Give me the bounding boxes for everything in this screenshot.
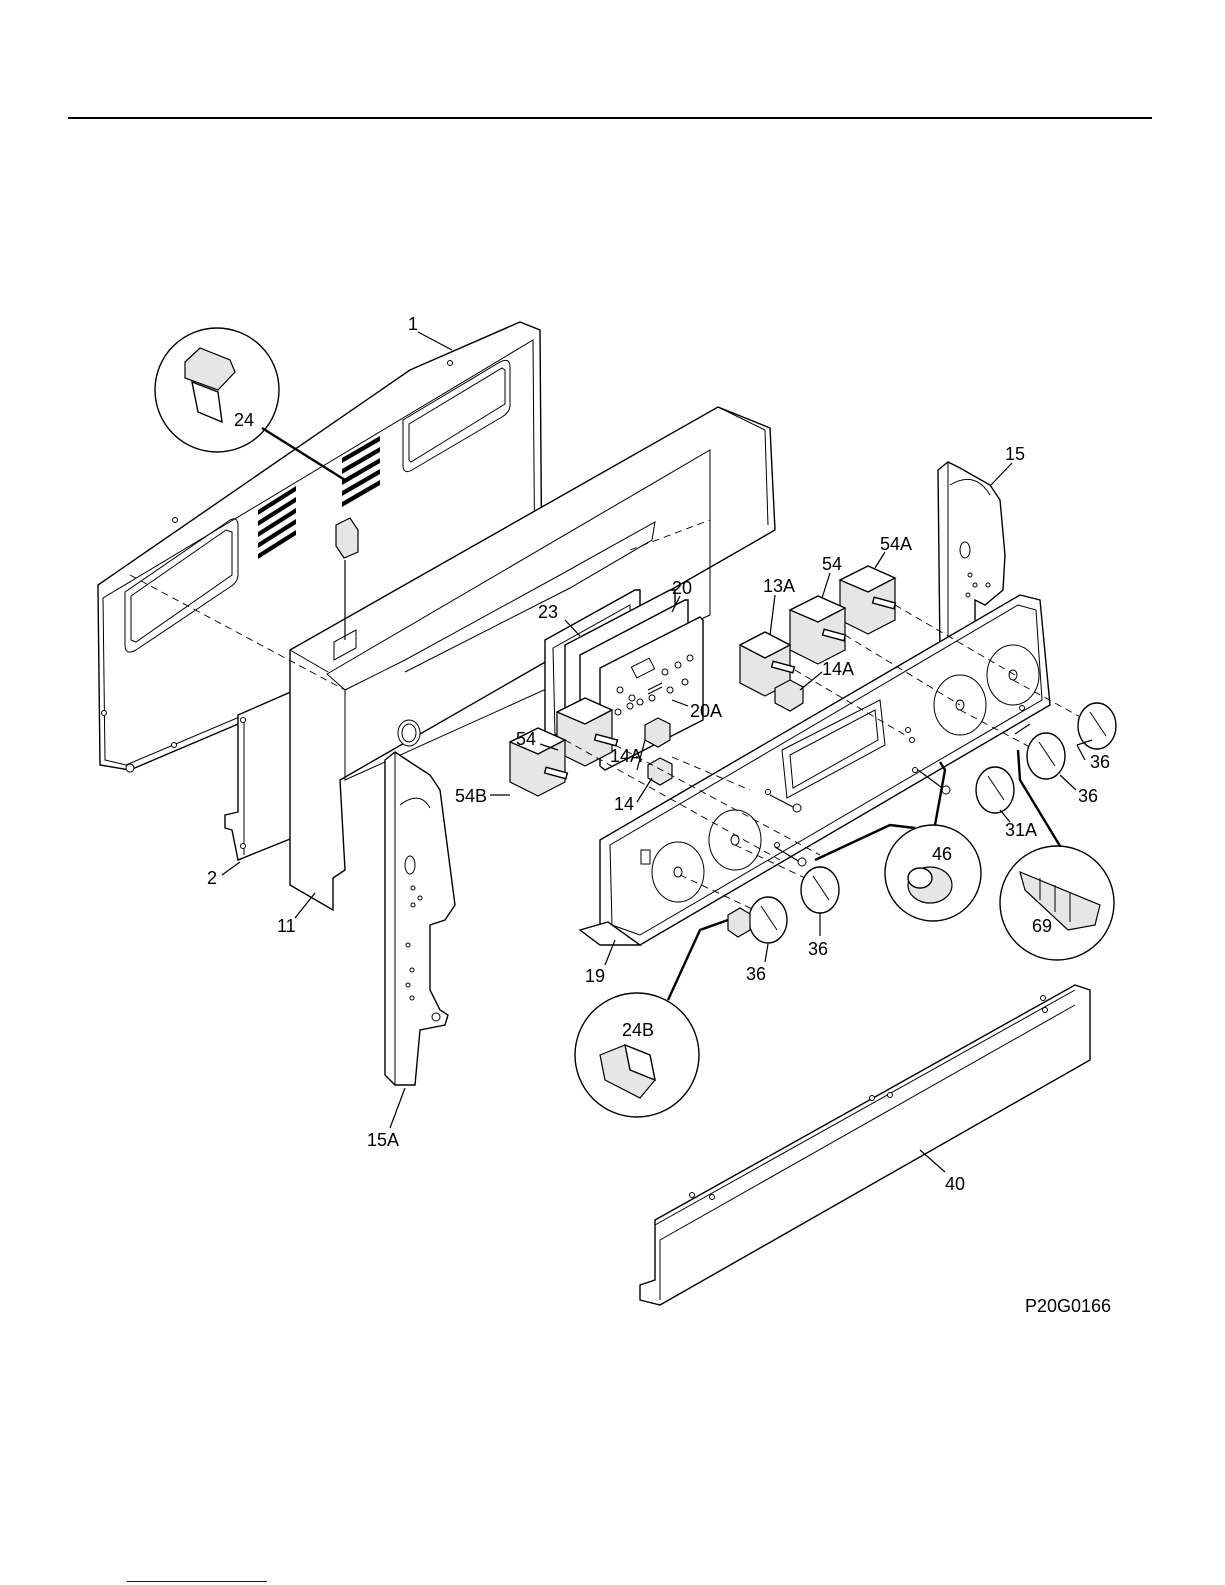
knob-31A (976, 767, 1014, 813)
callout-20: 20 (672, 578, 692, 598)
callout-14A-top: 14A (822, 659, 854, 679)
callout-20A: 20A (690, 701, 722, 721)
callout-2: 2 (207, 868, 217, 888)
callout-54-top: 54 (822, 554, 842, 574)
indicator-light-14 (648, 758, 672, 785)
infinite-switch-54-top (790, 596, 845, 664)
detail-circle-69 (1000, 750, 1114, 960)
callout-36-a: 36 (1090, 752, 1110, 772)
callout-1: 1 (408, 314, 418, 334)
callout-46: 46 (932, 844, 952, 864)
indicator-light-14A-mid (645, 718, 670, 747)
callout-36-d: 36 (746, 964, 766, 984)
footer-link-underline (127, 1581, 267, 1582)
rocker-switch-24B (728, 908, 750, 937)
callout-15: 15 (1005, 444, 1025, 464)
side-bracket-part-15A (385, 752, 455, 1085)
callout-19: 19 (585, 966, 605, 986)
callout-23: 23 (538, 602, 558, 622)
knob-36-right-top (1078, 703, 1116, 749)
callout-31A: 31A (1005, 820, 1037, 840)
callout-40: 40 (945, 1174, 965, 1194)
drawing-number: P20G0166 (1025, 1296, 1111, 1316)
knob-36-left (749, 897, 787, 943)
callout-54-mid: 54 (516, 729, 536, 749)
trim-strip-part (640, 985, 1090, 1305)
infinite-switch-54A (840, 566, 895, 634)
callout-15A: 15A (367, 1130, 399, 1150)
knob-36-right-mid (1027, 733, 1065, 779)
callout-11: 11 (277, 916, 296, 936)
callout-24: 24 (234, 410, 254, 430)
callout-13A: 13A (763, 576, 795, 596)
callout-54A: 54A (880, 534, 912, 554)
callout-69: 69 (1032, 916, 1052, 936)
callout-36-b: 36 (1078, 786, 1098, 806)
callout-54B: 54B (455, 786, 487, 806)
callout-36-c: 36 (808, 939, 828, 959)
knob-36-center (801, 867, 839, 913)
callout-24B: 24B (622, 1020, 654, 1040)
detail-circle-24B (575, 920, 728, 1117)
callout-14: 14 (614, 794, 634, 814)
callout-14A-mid: 14A (610, 746, 642, 766)
